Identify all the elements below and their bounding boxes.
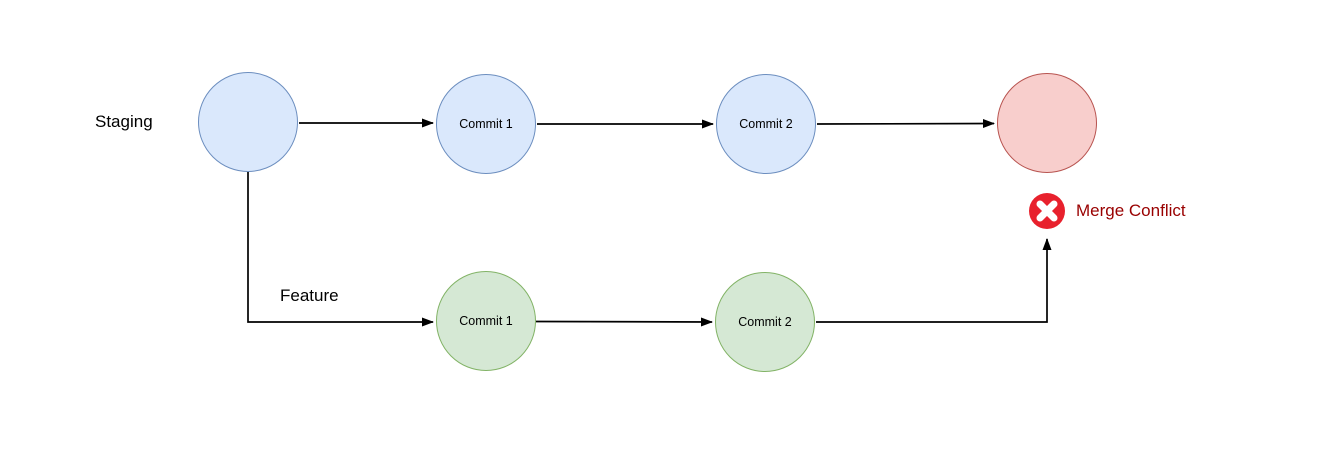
edge-root-to-feature-commit1 (247, 172, 434, 327)
node-label: Commit 1 (459, 314, 513, 328)
merge-conflict-label: Merge Conflict (1076, 201, 1186, 220)
node-feature-commit-1: Commit 1 (436, 271, 536, 371)
merge-conflict-annotation: Merge Conflict (1029, 193, 1186, 229)
node-merge-result (997, 73, 1097, 173)
node-label: Commit 1 (459, 117, 513, 131)
edge-staging-commit2-to-merge (816, 119, 995, 129)
edge-feature-commit2-to-conflict (816, 238, 1052, 323)
staging-branch-label: Staging (95, 112, 153, 131)
node-label: Commit 2 (739, 117, 793, 131)
edge-feature-commit1-to-commit2 (535, 317, 713, 327)
node-staging-root (198, 72, 298, 172)
node-staging-commit-1: Commit 1 (436, 74, 536, 174)
node-label: Commit 2 (738, 315, 792, 329)
node-feature-commit-2: Commit 2 (715, 272, 815, 372)
node-staging-commit-2: Commit 2 (716, 74, 816, 174)
feature-branch-label: Feature (280, 286, 339, 305)
error-cross-icon (1029, 193, 1065, 229)
